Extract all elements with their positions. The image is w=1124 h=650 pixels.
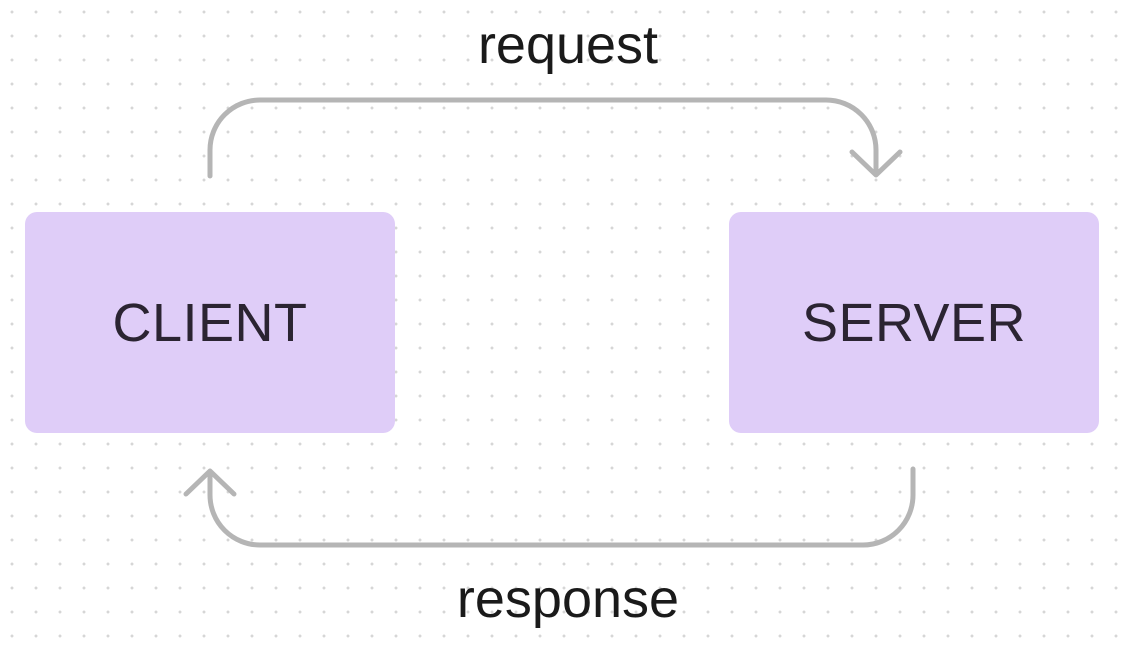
response-arrow-line [207, 466, 916, 548]
request-arrow-line [207, 97, 879, 179]
response-label: response [456, 569, 680, 629]
client-node[interactable]: CLIENT [25, 212, 395, 433]
request-arrow [207, 97, 903, 179]
request-arrowhead-icon [849, 149, 903, 178]
server-node[interactable]: SERVER [729, 212, 1099, 433]
request-label: request [477, 15, 659, 75]
response-arrow [183, 466, 916, 548]
client-node-label: CLIENT [112, 292, 308, 353]
server-node-label: SERVER [801, 292, 1027, 353]
response-arrowhead-icon [183, 468, 237, 497]
